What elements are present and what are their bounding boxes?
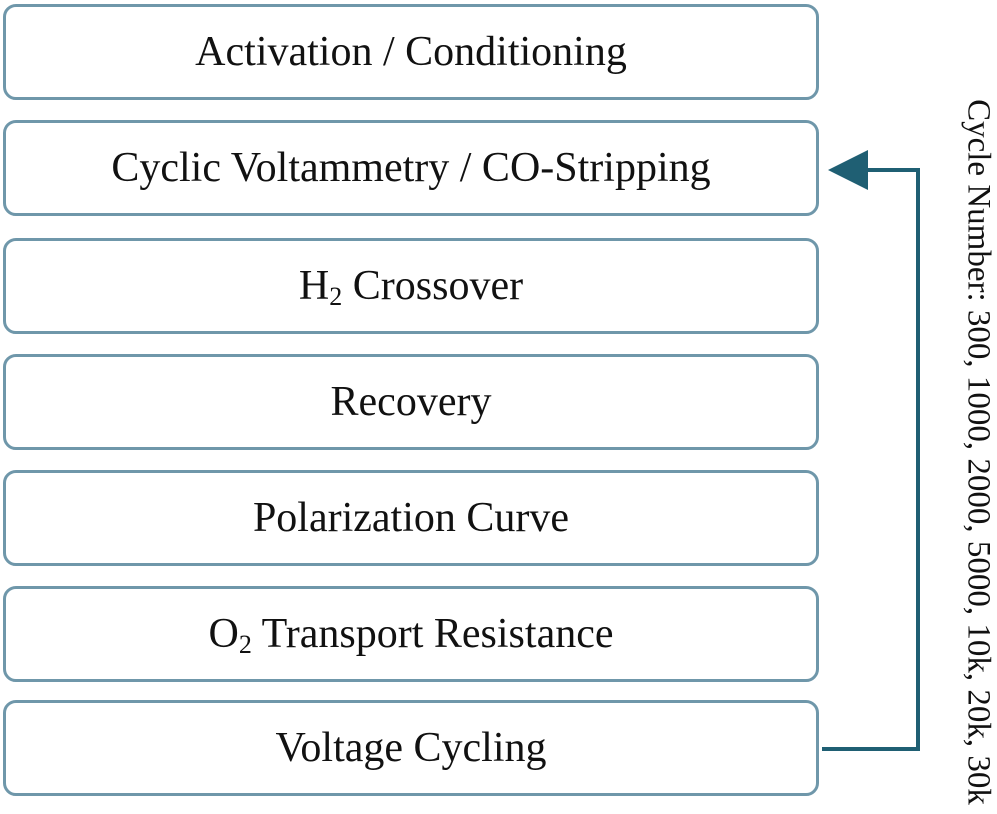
step-label: H2 Crossover (298, 263, 524, 311)
step-activation-conditioning: Activation / Conditioning (3, 4, 819, 100)
loop-arrow-line (822, 150, 920, 751)
step-o2-transport-resistance: O2 Transport Resistance (3, 586, 819, 682)
step-label: O2 Transport Resistance (208, 611, 614, 659)
step-h2-crossover: H2 Crossover (3, 238, 819, 334)
step-label: Activation / Conditioning (195, 29, 627, 75)
step-label: Voltage Cycling (275, 725, 547, 771)
step-recovery: Recovery (3, 354, 819, 450)
step-voltage-cycling: Voltage Cycling (3, 700, 819, 796)
cycle-number-label: Cycle Number: 300, 1000, 2000, 5000, 10k… (960, 99, 997, 805)
step-label: Polarization Curve (252, 495, 570, 541)
step-cyclic-voltammetry: Cyclic Voltammetry / CO-Stripping (3, 120, 819, 216)
step-polarization-curve: Polarization Curve (3, 470, 819, 566)
step-label: Cyclic Voltammetry / CO-Stripping (111, 145, 711, 191)
step-label: Recovery (330, 379, 492, 425)
